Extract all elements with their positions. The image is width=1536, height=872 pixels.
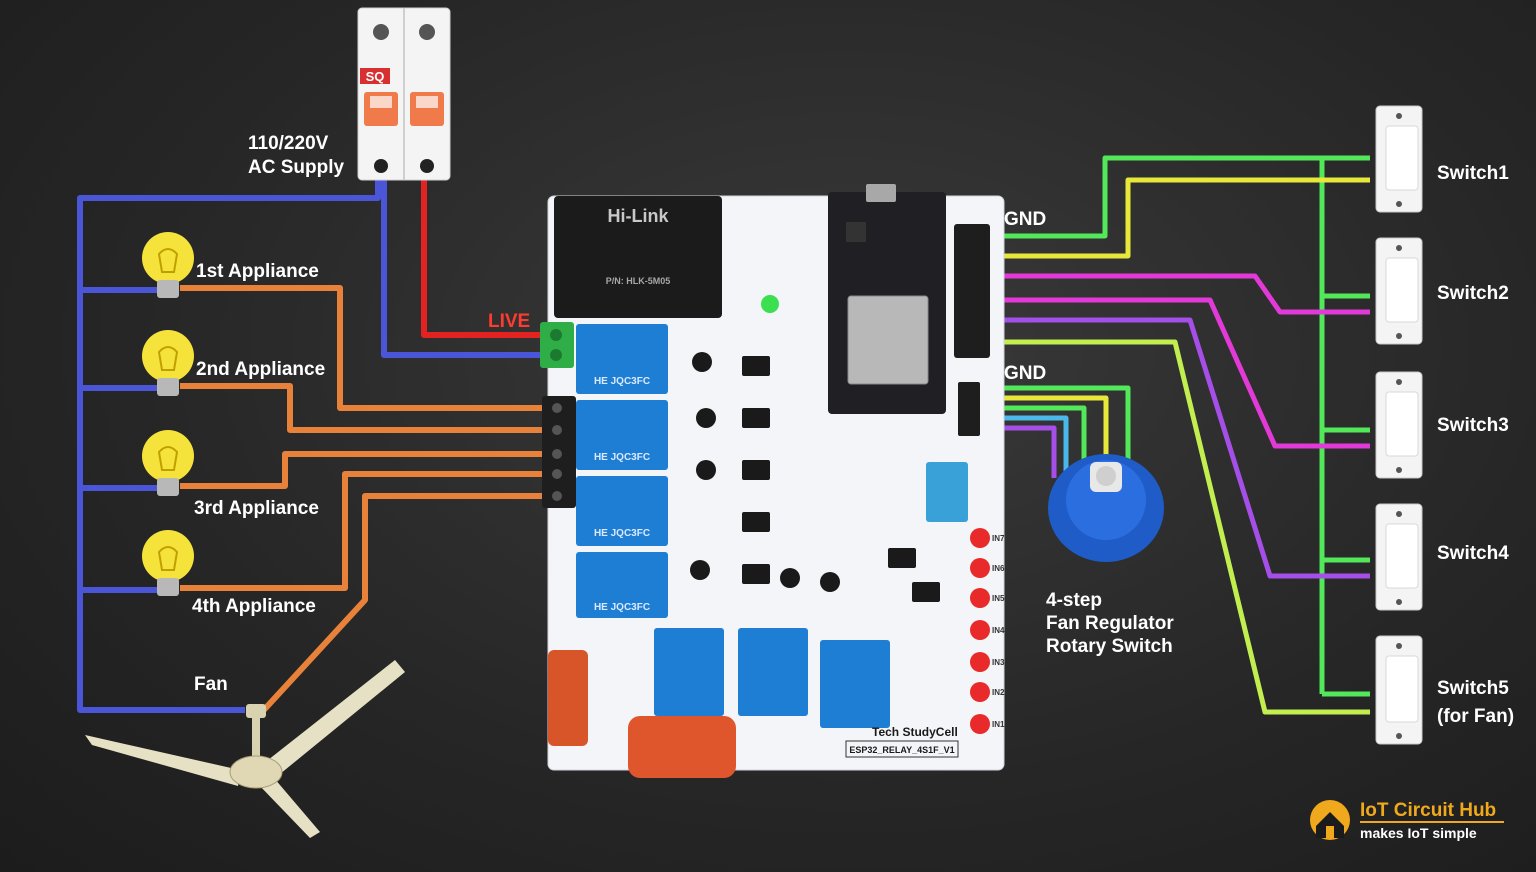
pin-label-in3: IN3 xyxy=(992,658,1005,667)
psu-brand: Hi-Link xyxy=(608,206,670,226)
gnd-bus-wire xyxy=(988,155,1370,239)
switch3-signal-wire xyxy=(988,297,1370,449)
switch-3-icon xyxy=(1375,371,1423,479)
ac-input-terminal xyxy=(540,322,574,368)
pin-label-in2: IN2 xyxy=(992,688,1005,697)
switch5-signal-wire xyxy=(988,339,1370,715)
fan-label: Fan xyxy=(194,674,228,695)
sensor-module xyxy=(926,462,968,522)
fan-wire xyxy=(259,493,552,715)
gnd-bottom-label: GND xyxy=(1004,363,1046,384)
live-wire xyxy=(421,165,548,338)
switch-terminal-block xyxy=(954,224,990,358)
appliance-2-label: 2nd Appliance xyxy=(196,359,325,380)
switch4-signal-wire xyxy=(988,317,1370,579)
relay-6 xyxy=(738,628,808,716)
appliance-1-wire xyxy=(180,285,552,411)
relay-4: HE JQC3FC xyxy=(576,552,668,618)
regulator-step3-wire xyxy=(978,415,1069,472)
house-wifi-icon xyxy=(1310,800,1350,840)
appliance-4-label: 4th Appliance xyxy=(192,596,316,617)
switch-wires xyxy=(988,155,1370,715)
bulb-1-icon xyxy=(142,232,194,298)
board-name-label: ESP32_RELAY_4S1F_V1 xyxy=(849,745,954,755)
bulb-3-icon xyxy=(142,430,194,496)
logo-name: IoT Circuit Hub xyxy=(1360,800,1496,821)
esp32-module xyxy=(828,184,946,414)
neutral-main-wire xyxy=(77,165,381,713)
input-pin-labels: IN7 IN6 IN5 IN4 IN3 IN2 IN1 xyxy=(992,534,1005,729)
relay-2-marking: HE JQC3FC xyxy=(594,452,650,463)
relay-1: HE JQC3FC xyxy=(576,324,668,394)
switch-1-label: Switch1 xyxy=(1437,163,1509,184)
relay-3: HE JQC3FC xyxy=(576,476,668,546)
relay-2: HE JQC3FC xyxy=(576,400,668,470)
appliance-output-terminal xyxy=(542,396,576,508)
regulator-terminal-block xyxy=(958,382,980,436)
relay-1-marking: HE JQC3FC xyxy=(594,376,650,387)
supply-label-line2: AC Supply xyxy=(248,157,344,178)
pin-label-in7: IN7 xyxy=(992,534,1005,543)
board-maker-label: Tech StudyCell xyxy=(872,725,958,739)
relay-7 xyxy=(820,640,890,728)
switch-5-label-line1: Switch5 xyxy=(1437,678,1509,699)
gnd-top-label: GND xyxy=(1004,209,1046,230)
switch-2-label: Switch2 xyxy=(1437,283,1509,304)
neutral-wires xyxy=(77,165,548,713)
pin-label-in5: IN5 xyxy=(992,594,1005,603)
pin-label-in6: IN6 xyxy=(992,564,1005,573)
input-leds xyxy=(970,528,990,734)
mcb-breaker: SQ xyxy=(357,7,451,181)
rotary-switch-icon xyxy=(1048,454,1164,562)
film-capacitor-large xyxy=(628,716,736,778)
appliance-wires xyxy=(180,285,552,715)
appliance-3-wire xyxy=(180,451,552,489)
ceiling-fan-icon xyxy=(85,660,405,838)
switch-5-label-line2: (for Fan) xyxy=(1437,706,1514,727)
switch-1-icon xyxy=(1375,105,1423,213)
live-label: LIVE xyxy=(488,311,530,332)
appliance-3-label: 3rd Appliance xyxy=(194,498,319,519)
power-supply-module: Hi-Link P/N: HLK-5M05 xyxy=(554,196,722,318)
appliance-2-wire xyxy=(180,383,552,433)
relay-3-marking: HE JQC3FC xyxy=(594,528,650,539)
regulator-step1-wire xyxy=(978,395,1109,462)
relay-board: Hi-Link P/N: HLK-5M05 HE JQC3FC HE JQC3F… xyxy=(540,184,1005,778)
pin-label-in4: IN4 xyxy=(992,626,1005,635)
relay-5 xyxy=(654,628,724,716)
power-led xyxy=(761,295,779,313)
switch-3-label: Switch3 xyxy=(1437,415,1509,436)
regulator-label-line3: Rotary Switch xyxy=(1046,636,1173,657)
brand-logo: IoT Circuit Hub makes IoT simple xyxy=(1310,800,1504,841)
pin-label-in1: IN1 xyxy=(992,720,1005,729)
bulb-4-icon xyxy=(142,530,194,596)
regulator-label-line2: Fan Regulator xyxy=(1046,613,1174,634)
transistor-row xyxy=(690,352,940,602)
film-capacitor-small xyxy=(548,650,588,746)
switch1-signal-wire xyxy=(988,177,1370,259)
logo-tagline: makes IoT simple xyxy=(1360,825,1477,841)
regulator-gnd-wire xyxy=(978,385,1131,462)
regulator-step2-wire xyxy=(978,405,1087,466)
bulb-2-icon xyxy=(142,330,194,396)
appliance-1-label: 1st Appliance xyxy=(196,261,319,282)
switch-2-icon xyxy=(1375,237,1423,345)
neutral-to-board-wire xyxy=(381,165,548,358)
breaker-brand: SQ xyxy=(366,69,385,84)
switch2-signal-wire xyxy=(988,273,1370,315)
switch-4-label: Switch4 xyxy=(1437,543,1509,564)
appliance-4-wire xyxy=(180,471,552,591)
supply-label-line1: 110/220V xyxy=(248,133,329,154)
psu-model: P/N: HLK-5M05 xyxy=(606,276,671,286)
relay-4-marking: HE JQC3FC xyxy=(594,602,650,613)
switch-4-icon xyxy=(1375,503,1423,611)
switch-5-icon xyxy=(1375,635,1423,745)
regulator-label-line1: 4-step xyxy=(1046,590,1102,611)
